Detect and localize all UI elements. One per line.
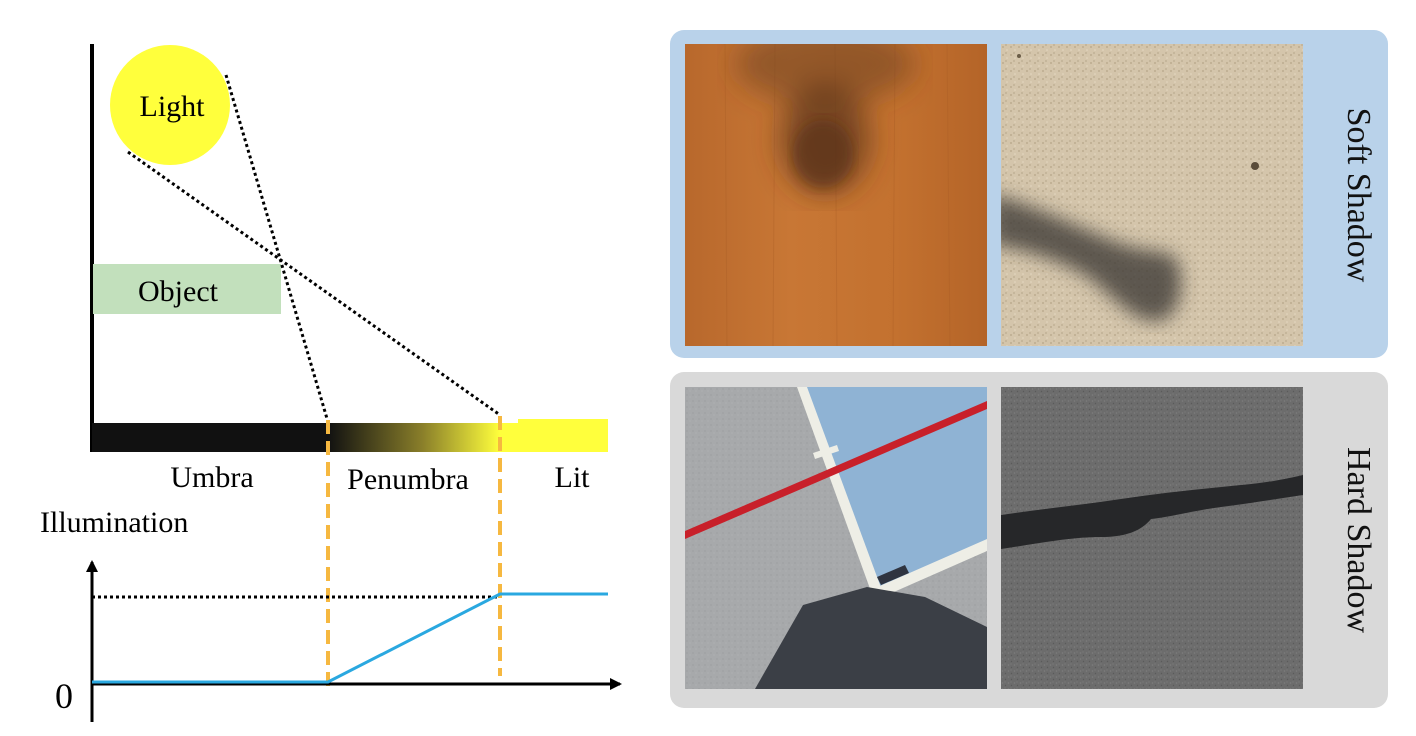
light-ray-2 [127, 150, 501, 417]
hard-shadow-label: Hard Shadow [1340, 446, 1377, 634]
lit-label: Lit [555, 461, 591, 494]
umbra-label: Umbra [170, 461, 253, 494]
illumination-curve [92, 592, 608, 684]
shadow-diagram: Light Object Umbra Penumbra Lit Illumina… [40, 44, 622, 722]
lit-region [518, 419, 608, 452]
soft-shadow-photo-concrete [1001, 44, 1303, 346]
object-label: Object [138, 275, 219, 308]
zero-label: 0 [55, 676, 73, 716]
hard-shadow-photo-asphalt [1001, 387, 1303, 689]
light-ray-1 [224, 74, 330, 423]
light-source [110, 45, 230, 165]
hard-shadow-panel: Hard Shadow [670, 372, 1388, 708]
soft-shadow-photo-wood [685, 44, 987, 346]
lit-region-step [500, 423, 520, 452]
hard-shadow-photo-court [685, 387, 987, 689]
umbra-region [92, 423, 328, 452]
soft-shadow-panel: Soft Shadow [670, 30, 1388, 358]
light-label: Light [140, 90, 206, 123]
soft-shadow-label: Soft Shadow [1340, 107, 1377, 283]
penumbra-region [328, 423, 500, 452]
y-axis-label: Illumination [40, 506, 188, 539]
object-block [93, 264, 281, 314]
penumbra-label: Penumbra [347, 463, 469, 496]
